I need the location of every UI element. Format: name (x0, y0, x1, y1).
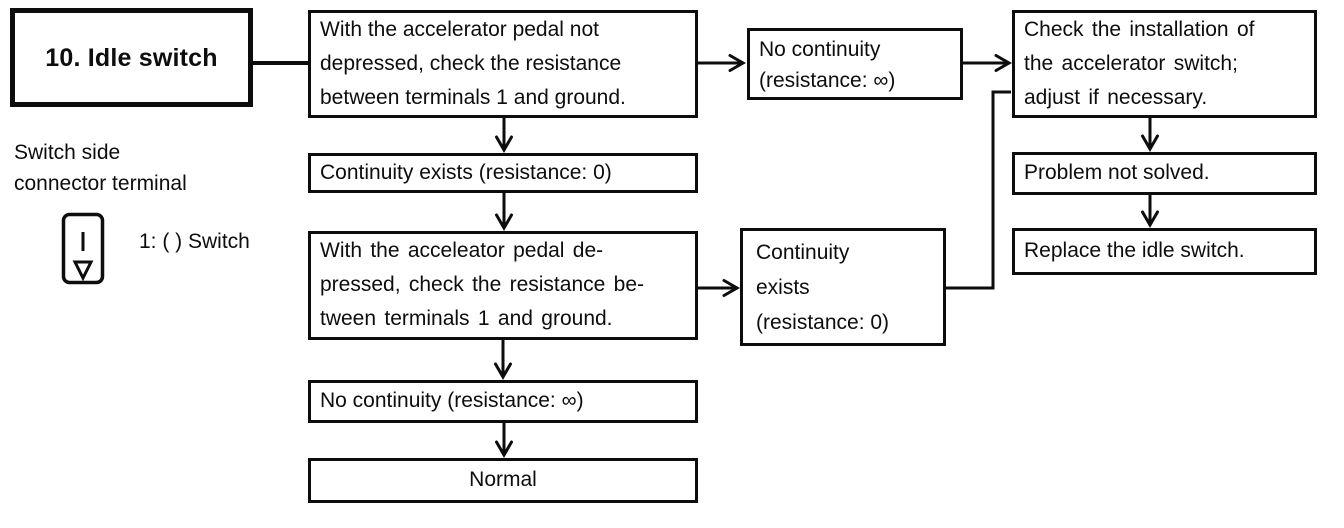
action-replace-idle-switch: Replace the idle switch. (1012, 228, 1317, 275)
title-label: 10. Idle switch (45, 43, 218, 72)
state-problem-not-solved: Problem not solved. (1012, 152, 1317, 195)
legend-pin-label: 1: ( ) Switch (139, 230, 250, 253)
step2-check-resistance-depressed: With the acceleator pedal de- pressed, c… (308, 231, 698, 340)
result-continuity-exists-right: Continuity exists (resistance: 0) (740, 228, 946, 346)
connector-terminal-icon (61, 212, 105, 285)
line-continuity-exists-right-to-check-installation (945, 90, 1011, 290)
result-no-continuity-bottom: No continuity (resistance: ∞) (308, 380, 698, 423)
connector-keyway-triangle-icon (72, 260, 94, 282)
result-continuity-exists-line: Continuity exists (resistance: 0) (308, 153, 698, 193)
legend-heading: Switch side connector terminal (14, 141, 187, 195)
step1-check-resistance-not-depressed: With the accelerator pedal not depressed… (308, 10, 698, 118)
title-node-idle-switch: 10. Idle switch (10, 8, 253, 107)
action-check-installation: Check the installation of the accelerato… (1012, 10, 1317, 118)
outcome-normal: Normal (308, 458, 698, 503)
result-no-continuity-top: No continuity (resistance: ∞) (747, 28, 963, 100)
